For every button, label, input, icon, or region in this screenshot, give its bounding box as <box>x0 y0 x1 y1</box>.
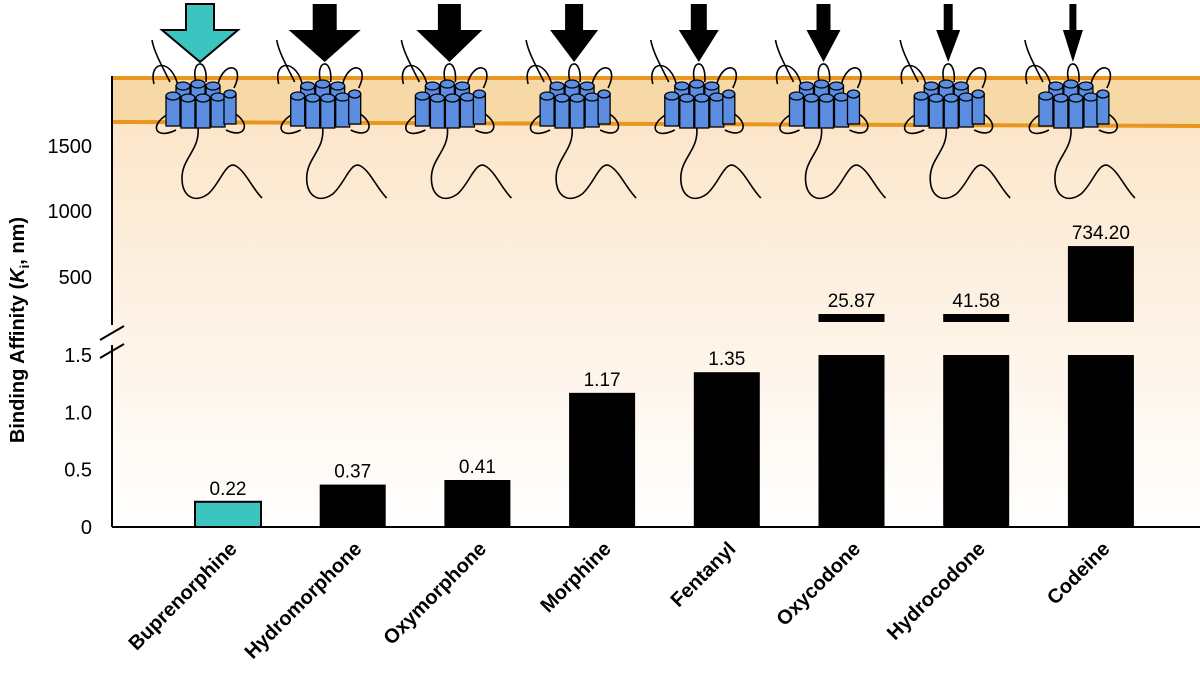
category-label-hydrocodone: Hydrocodone <box>883 538 990 645</box>
down-arrow-icon <box>936 4 961 62</box>
bar-fentanyl <box>693 372 760 527</box>
bar-codeine-lower <box>1067 355 1134 527</box>
bar-morphine <box>569 392 636 527</box>
down-arrow-icon <box>678 4 719 62</box>
category-label-hydromorphone: Hydromorphone <box>241 538 367 664</box>
y-tick-label: 1.0 <box>64 402 92 424</box>
category-label-fentanyl: Fentanyl <box>667 538 741 612</box>
value-label-oxycodone: 25.87 <box>828 291 876 312</box>
value-label-hydromorphone: 0.37 <box>334 462 371 483</box>
value-label-fentanyl: 1.35 <box>708 349 745 370</box>
category-label-oxymorphone: Oxymorphone <box>380 538 491 649</box>
bar-hydrocodone-lower <box>943 355 1010 527</box>
category-label-codeine: Codeine <box>1043 538 1114 609</box>
bar-oxymorphone <box>444 479 511 527</box>
bar-hydromorphone <box>319 484 386 527</box>
bar-hydrocodone-upper <box>943 314 1010 322</box>
axes <box>99 76 1200 528</box>
y-tick-label: 1500 <box>48 136 93 158</box>
axis-break-mark-upper <box>99 325 125 341</box>
category-label-oxycodone: Oxycodone <box>772 538 865 631</box>
value-label-morphine: 1.17 <box>584 370 621 391</box>
y-tick-label: 0.5 <box>64 460 92 482</box>
value-label-oxymorphone: 0.41 <box>459 457 496 478</box>
value-labels: 0.22 0.37 0.41 1.17 1.35 25.87 41.58 734.20 <box>210 223 1130 500</box>
plot-background <box>112 76 1200 528</box>
y-tick-label: 500 <box>59 267 92 289</box>
y-tick-label: 1000 <box>48 201 93 223</box>
membrane-band <box>112 78 1200 125</box>
y-tick-labels: 0 0.5 1.0 1.5 500 1000 1500 <box>48 136 93 539</box>
axis-break-mark-lower <box>99 343 125 359</box>
bar-oxycodone-upper <box>818 314 885 322</box>
down-arrow-icon <box>416 4 483 62</box>
bar-buprenorphine <box>194 500 262 529</box>
receptor-row <box>151 3 1136 200</box>
bar-series <box>194 246 1134 529</box>
value-label-hydrocodone: 41.58 <box>952 291 1000 312</box>
bar-oxycodone-lower <box>818 355 885 527</box>
y-tick-label: 0 <box>81 517 92 539</box>
down-arrow-icon <box>159 3 241 64</box>
bar-codeine-upper <box>1067 246 1134 322</box>
down-arrow-icon <box>550 4 599 62</box>
category-label-buprenorphine: Buprenorphine <box>125 538 242 655</box>
down-arrow-icon <box>288 4 361 62</box>
y-tick-label: 1.5 <box>64 345 92 367</box>
category-label-morphine: Morphine <box>536 538 615 617</box>
y-axis-label: Binding Affinity (Ki, nm) <box>7 217 32 443</box>
value-label-codeine: 734.20 <box>1072 223 1130 244</box>
down-arrow-icon <box>1062 4 1083 62</box>
value-label-buprenorphine: 0.22 <box>210 479 247 500</box>
down-arrow-icon <box>806 4 841 62</box>
